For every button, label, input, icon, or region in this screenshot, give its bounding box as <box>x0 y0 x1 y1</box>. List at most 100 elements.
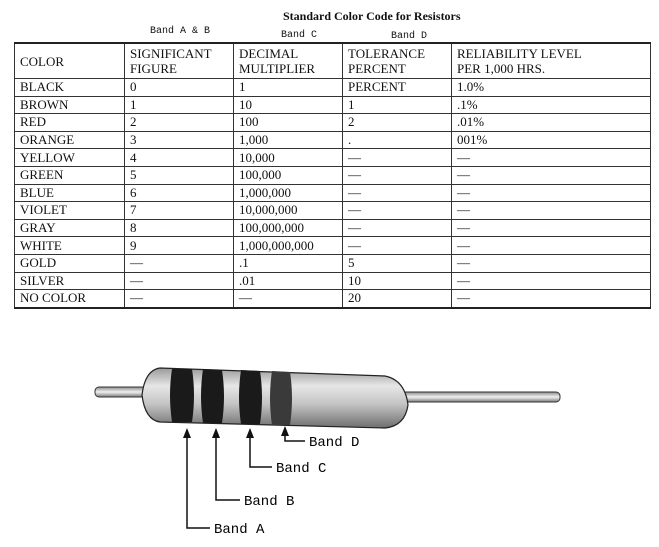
header-line-1: TOLERANCE <box>348 46 426 61</box>
table-cell: 1 <box>342 95 452 115</box>
band-b-stripe <box>201 369 224 423</box>
leader-band-b <box>215 430 240 501</box>
table-cell: 5 <box>124 165 234 185</box>
table-cell: 3 <box>124 130 234 150</box>
table-cell: — <box>342 236 452 255</box>
right-lead <box>399 391 561 403</box>
table-cell: 10 <box>342 271 452 291</box>
table-cell: 100 <box>233 113 343 132</box>
table-cell: 6 <box>124 183 234 203</box>
header-line-1: RELIABILITY LEVEL <box>457 46 582 61</box>
arrow-band-b <box>212 428 220 438</box>
band-a-stripe <box>170 369 194 422</box>
arrow-band-a <box>183 428 191 438</box>
band-d-header: Band D <box>391 31 428 42</box>
table-cell: SILVER <box>14 271 125 291</box>
table-cell: 100,000,000 <box>233 218 343 238</box>
leader-band-c <box>249 430 272 468</box>
table-cell: BLACK <box>14 78 125 97</box>
header-line-1: DECIMAL <box>239 46 299 61</box>
table-cell: — <box>342 201 452 220</box>
header-line-1: SIGNIFICANT <box>130 46 212 61</box>
table-cell: YELLOW <box>14 148 125 167</box>
table-cell: 5 <box>342 253 452 273</box>
table-cell: 7 <box>124 201 234 220</box>
table-cell: .1% <box>451 95 651 115</box>
table-cell: 1 <box>233 78 343 97</box>
band-c-label: Band C <box>276 461 326 477</box>
table-cell: BLUE <box>14 183 125 203</box>
leader-arrowheads <box>183 426 289 438</box>
table-cell: NO COLOR <box>14 289 125 309</box>
table-cell: GREEN <box>14 165 125 185</box>
band-d-label: Band D <box>309 435 359 451</box>
table-cell: — <box>451 148 651 167</box>
table-cell: BROWN <box>14 95 125 115</box>
header-line-2: FIGURE <box>130 61 177 76</box>
table-cell: — <box>342 165 452 185</box>
document-title: Standard Color Code for Resistors <box>283 9 461 23</box>
table-cell: 10,000 <box>233 148 343 167</box>
table-cell: 10 <box>233 95 343 115</box>
table-cell: 2 <box>124 113 234 132</box>
table-cell: 0 <box>124 78 234 97</box>
table-cell: — <box>233 289 343 309</box>
table-cell: .01% <box>451 113 651 132</box>
table-cell: 10,000,000 <box>233 201 343 220</box>
resistor-diagram: Band D Band C Band B Band A <box>94 367 561 538</box>
band-b-label: Band B <box>244 494 294 510</box>
table-cell: 1.0% <box>451 78 651 97</box>
table-cell: — <box>124 253 234 273</box>
table-cell: VIOLET <box>14 201 125 220</box>
table-cell: 001% <box>451 130 651 150</box>
table-cell: 100,000 <box>233 165 343 185</box>
table-cell: — <box>451 183 651 203</box>
table-cell: 4 <box>124 148 234 167</box>
table-cell: .01 <box>233 271 343 291</box>
table-cell: PERCENT <box>342 78 452 97</box>
table-cell: — <box>342 218 452 238</box>
table-cell: . <box>342 130 452 150</box>
table-cell: — <box>451 236 651 255</box>
table-cell: — <box>451 253 651 273</box>
table-cell: — <box>451 201 651 220</box>
table-row: NO COLOR——20— <box>14 289 651 309</box>
leader-band-a <box>186 430 210 529</box>
table-cell: WHITE <box>14 236 125 255</box>
table-cell: 20 <box>342 289 452 309</box>
header-line-2: PER 1,000 HRS. <box>457 61 546 76</box>
table-cell: — <box>451 289 651 309</box>
table-cell: — <box>451 165 651 185</box>
table-cell: 1,000,000 <box>233 183 343 203</box>
band-d-stripe <box>270 371 292 425</box>
table-cell: 2 <box>342 113 452 132</box>
table-cell: — <box>124 271 234 291</box>
leader-lines <box>186 428 305 529</box>
header-line-2: PERCENT <box>348 61 406 76</box>
table-cell: 9 <box>124 236 234 255</box>
table-cell: — <box>342 148 452 167</box>
table-cell: .1 <box>233 253 343 273</box>
band-c-header: Band C <box>281 30 318 41</box>
table-cell: 8 <box>124 218 234 238</box>
arrow-band-c <box>246 428 254 438</box>
table-cell: 1,000,000,000 <box>233 236 343 255</box>
table-cell: — <box>451 218 651 238</box>
header-color: COLOR <box>14 42 125 79</box>
table-cell: ORANGE <box>14 130 125 150</box>
header-color-text: COLOR <box>20 53 65 69</box>
table-cell: — <box>124 289 234 309</box>
